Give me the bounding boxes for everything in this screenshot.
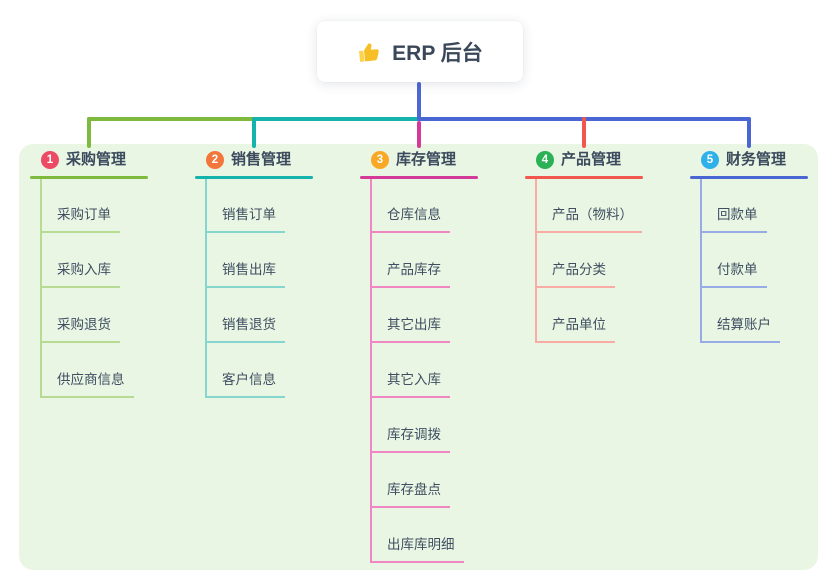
branch-stub-line — [252, 117, 256, 148]
child-node[interactable]: 销售退货 — [205, 317, 285, 343]
branch-node[interactable]: 2 销售管理 — [206, 150, 291, 170]
branch-underline — [360, 176, 478, 179]
root-node[interactable]: ERP 后台 — [317, 21, 523, 82]
branch-number-badge: 1 — [41, 151, 59, 169]
branch-number-badge: 2 — [206, 151, 224, 169]
child-node[interactable]: 采购入库 — [40, 262, 120, 288]
child-node[interactable]: 采购退货 — [40, 317, 120, 343]
child-node[interactable]: 产品单位 — [535, 317, 615, 343]
thumbs-up-icon — [359, 43, 379, 62]
branch-number-badge: 5 — [701, 151, 719, 169]
branch-number-badge: 4 — [536, 151, 554, 169]
root-title: ERP 后台 — [392, 41, 483, 65]
branch-stub-line — [87, 117, 91, 148]
branch-stub-line — [582, 117, 586, 148]
children-connector-line — [370, 179, 372, 561]
child-node[interactable]: 产品库存 — [370, 262, 450, 288]
branch-underline — [690, 176, 808, 179]
branch-node[interactable]: 1 采购管理 — [41, 150, 126, 170]
branch-label: 财务管理 — [726, 151, 787, 168]
child-node[interactable]: 回款单 — [700, 207, 767, 233]
child-node[interactable]: 销售订单 — [205, 207, 285, 233]
child-node[interactable]: 结算账户 — [700, 317, 780, 343]
branch-underline — [30, 176, 148, 179]
child-node[interactable]: 产品（物料） — [535, 207, 642, 233]
bus-segment-1 — [87, 117, 256, 121]
branch-label: 销售管理 — [231, 151, 292, 168]
branch-node[interactable]: 3 库存管理 — [371, 150, 456, 170]
child-node[interactable]: 销售出库 — [205, 262, 285, 288]
branch-node[interactable]: 5 财务管理 — [701, 150, 786, 170]
child-node[interactable]: 其它出库 — [370, 317, 450, 343]
child-node[interactable]: 客户信息 — [205, 372, 285, 398]
children-connector-line — [535, 179, 537, 341]
child-node[interactable]: 仓库信息 — [370, 207, 450, 233]
branch-stub-line — [747, 117, 751, 148]
child-node[interactable]: 采购订单 — [40, 207, 120, 233]
branch-label: 采购管理 — [66, 151, 127, 168]
branch-stub-line — [417, 121, 421, 148]
branch-number-badge: 3 — [371, 151, 389, 169]
branch-underline — [525, 176, 643, 179]
child-node[interactable]: 出库库明细 — [370, 537, 464, 563]
child-node[interactable]: 库存盘点 — [370, 482, 450, 508]
child-node[interactable]: 付款单 — [700, 262, 767, 288]
branch-node[interactable]: 4 产品管理 — [536, 150, 621, 170]
branch-label: 库存管理 — [396, 151, 457, 168]
mindmap-board — [19, 144, 818, 570]
child-node[interactable]: 库存调拨 — [370, 427, 450, 453]
branch-label: 产品管理 — [561, 151, 622, 168]
children-connector-line — [700, 179, 702, 341]
child-node[interactable]: 供应商信息 — [40, 372, 134, 398]
branch-underline — [195, 176, 313, 179]
child-node[interactable]: 产品分类 — [535, 262, 615, 288]
child-node[interactable]: 其它入库 — [370, 372, 450, 398]
bus-segment-2 — [252, 117, 421, 121]
root-trunk-line — [417, 82, 421, 121]
